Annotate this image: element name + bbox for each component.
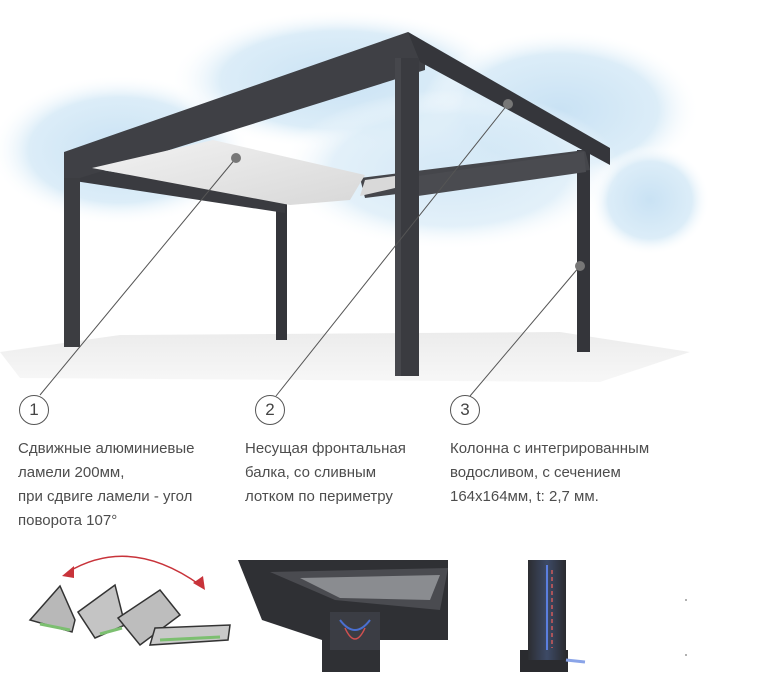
ground-plane	[0, 332, 690, 382]
callout-text-beam: Несущая фронтальная балка, со сливным ло…	[245, 440, 406, 505]
callout-leaders	[39, 103, 581, 397]
callout-text-column: Колонна с интегрированным водосливом, с …	[450, 440, 650, 505]
beam-gutter-thumbnail	[238, 560, 448, 672]
louver-blades-thumbnail	[28, 555, 231, 647]
callout-number-3: 3	[450, 395, 480, 425]
callout-number-1: 1	[19, 395, 49, 425]
callout-text-louvers: Сдвижные алюминиевые ламели 200мм, при с…	[18, 440, 195, 529]
sky-background	[0, 10, 710, 255]
callout-number-2: 2	[255, 395, 285, 425]
louver-roof	[92, 140, 395, 205]
callout-dots	[231, 99, 585, 271]
pergola-frame	[64, 32, 610, 376]
column-drain-thumbnail	[520, 560, 687, 672]
